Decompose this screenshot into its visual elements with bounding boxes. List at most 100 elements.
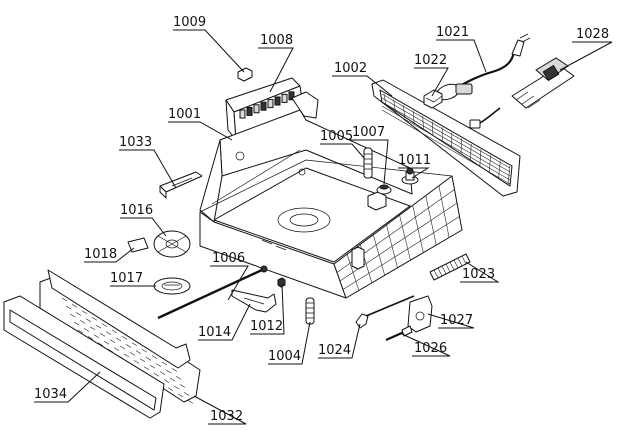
callout-1027: 1027 [440,313,473,328]
vent-slot [153,372,160,377]
callout-labels: 1009 1008 1001 1002 1021 1022 1028 1033 … [34,15,609,424]
callout-1034: 1034 [34,387,67,402]
callout-1023: 1023 [462,267,495,282]
callout-1001: 1001 [168,107,201,122]
coil-winding [437,267,443,277]
part-back-grille [371,79,521,197]
control-board-components [239,91,295,119]
callout-1012: 1012 [250,319,283,334]
vent-slot [113,347,120,351]
coil-winding [445,263,451,273]
vent-slot [119,345,126,350]
callout-1002: 1002 [334,61,367,76]
callout-1016: 1016 [120,203,153,218]
callout-1022: 1022 [414,53,447,68]
part-spring-post [363,147,373,179]
part-control-board [225,77,305,141]
board-component [288,91,295,101]
callout-1033: 1033 [119,135,152,150]
grille-rail [381,93,511,169]
vent-slot [145,356,152,361]
vent-slot [111,329,118,334]
grille-rail [381,101,511,177]
vent-slot [133,360,140,364]
vent-slot [91,316,98,321]
vent-slot [167,387,174,391]
vent-slot [165,369,172,374]
vent-slot [61,297,68,302]
vent-slot [69,313,76,318]
board-component [239,109,246,119]
vent-slot [93,334,100,339]
vent-slot [87,336,94,340]
vent-slot [85,318,92,323]
part-screw-1026 [385,325,413,342]
vent-slot [151,355,158,359]
vent-slot [73,321,80,326]
vent-slot [75,312,82,316]
part-clip-1009 [237,67,253,82]
vent-slot [105,331,112,335]
callout-1028: 1028 [576,27,609,42]
vent-slot [107,348,114,353]
part-pin-1012 [277,277,286,288]
callout-1014: 1014 [198,325,231,340]
vent-slot [71,304,78,308]
callout-1007: 1007 [352,125,385,140]
part-power-cord [435,33,531,101]
grille-rail [381,105,511,181]
vent-slot [79,320,86,324]
callout-1017: 1017 [110,271,143,286]
board-component [253,104,260,114]
part-front-panel-1034 [3,269,191,419]
vent-slot [97,342,104,347]
vent-slot [129,352,136,356]
callout-1032: 1032 [210,409,243,424]
part-pump-assembly [469,57,575,129]
part-float-wheel [153,230,191,258]
callout-1018: 1018 [84,247,117,262]
callout-1004: 1004 [268,349,301,364]
board-component [246,106,253,116]
part-housing-1027 [407,295,433,333]
part-foot-1007 [376,184,392,195]
vent-slot [95,324,102,329]
grille-bar [498,160,501,179]
board-component [281,93,288,103]
vent-slot [125,344,132,348]
callout-1009: 1009 [173,15,206,30]
part-actuator-1024 [355,295,415,329]
vent-slot [131,342,138,347]
vent-slot [187,400,194,404]
vent-slot [103,340,110,345]
coil-winding [449,261,455,271]
vent-slot [149,364,156,369]
vent-slot [141,348,148,353]
callout-1008: 1008 [260,33,293,48]
coil-winding [441,265,447,275]
part-bracket-1033 [159,171,203,199]
vent-slot [77,329,84,334]
coil-winding [457,257,463,267]
callout-1021: 1021 [436,25,469,40]
callout-leaders [34,29,613,425]
grille-bar [403,105,406,119]
grille-rail [381,109,511,185]
vent-slot [121,336,128,340]
vent-slot [81,310,88,315]
grille-bar [412,110,415,125]
part-lever-1014 [231,289,277,313]
vent-slot [101,323,108,327]
vent-slot [175,376,182,380]
vent-slot [135,350,142,355]
base-frame-lattice [336,185,460,291]
coil-windings [433,253,471,279]
callout-1026: 1026 [414,341,447,356]
callout-1006: 1006 [212,251,245,266]
part-coil-1023 [429,253,471,281]
coil-winding [433,269,439,279]
part-rod-1006 [157,265,268,320]
coil-winding [465,253,471,263]
coil-winding [461,255,467,265]
callout-1011: 1011 [398,153,431,168]
